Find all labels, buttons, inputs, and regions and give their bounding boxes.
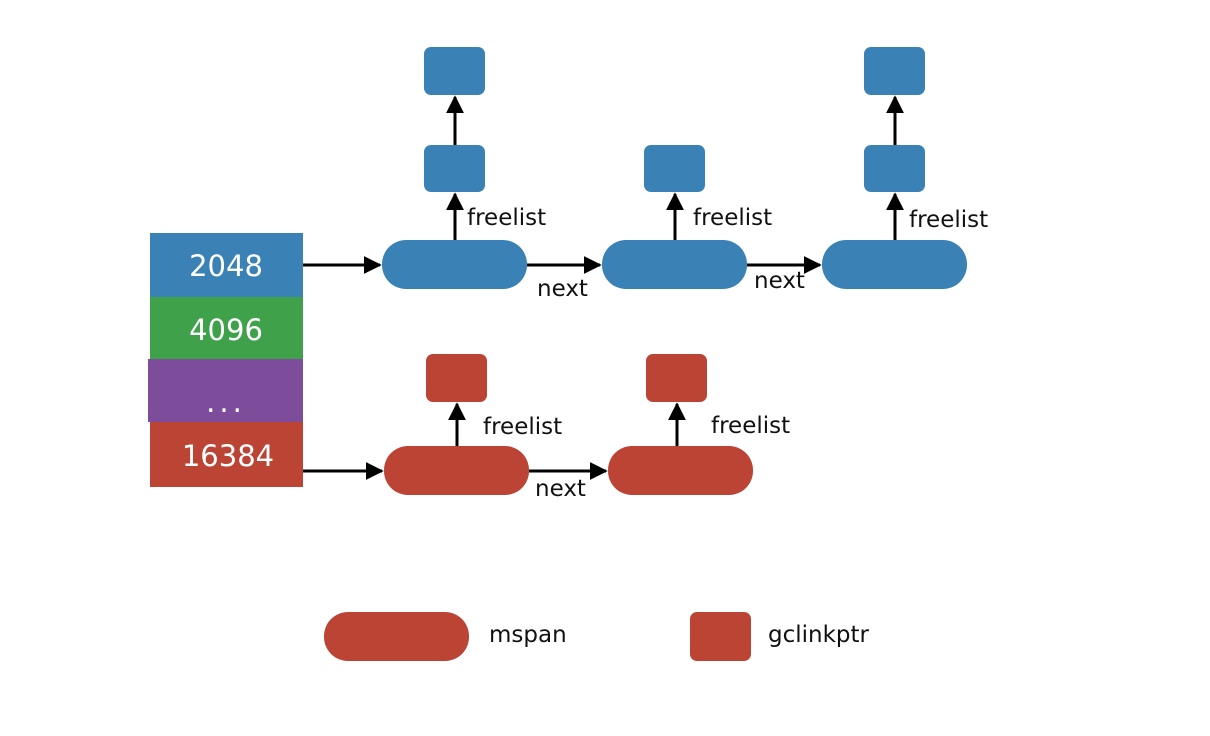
freelist-label: freelist xyxy=(483,414,562,440)
freelist-label: freelist xyxy=(711,413,790,439)
mspan-node xyxy=(602,240,747,289)
next-label: next xyxy=(535,476,586,502)
next-label: next xyxy=(754,268,805,294)
size-class-16384: 16384 xyxy=(150,422,303,487)
gclinkptr-node xyxy=(424,47,485,95)
legend-gclinkptr-label: gclinkptr xyxy=(768,622,870,648)
size-class-label: 2048 xyxy=(189,249,263,283)
size-class-label: 4096 xyxy=(189,313,263,347)
size-class-cell xyxy=(150,422,303,487)
size-class-cell xyxy=(148,359,303,422)
mspan-node xyxy=(822,240,967,289)
red-mspan-list: freelist freelist next xyxy=(303,354,790,502)
gclinkptr-node xyxy=(644,145,705,192)
size-class-label: ... xyxy=(206,385,246,419)
legend-gclinkptr-swatch xyxy=(690,612,751,661)
size-class-cell xyxy=(150,233,303,297)
mspan-node xyxy=(382,240,527,289)
size-class-4096: 4096 xyxy=(150,297,303,359)
gclinkptr-node xyxy=(864,145,925,192)
gclinkptr-node xyxy=(424,145,485,192)
next-label: next xyxy=(537,276,588,302)
size-class-ellipsis: ... xyxy=(148,359,303,422)
mspan-node xyxy=(608,446,753,495)
legend-mspan-label: mspan xyxy=(489,622,567,648)
legend-mspan-swatch xyxy=(324,612,469,661)
gclinkptr-node xyxy=(864,47,925,95)
mspan-node xyxy=(384,446,529,495)
gclinkptr-node xyxy=(426,354,487,402)
freelist-label: freelist xyxy=(693,205,772,231)
freelist-label: freelist xyxy=(909,207,988,233)
freelist-label: freelist xyxy=(467,205,546,231)
size-class-2048: 2048 xyxy=(150,233,303,297)
blue-mspan-list: freelist freelist freelist next next xyxy=(303,47,988,302)
legend: mspan gclinkptr xyxy=(324,612,870,661)
size-class-table: 2048 4096 ... 16384 xyxy=(148,233,303,487)
size-class-label: 16384 xyxy=(182,439,274,473)
gclinkptr-node xyxy=(646,354,707,402)
size-class-cell xyxy=(150,297,303,359)
